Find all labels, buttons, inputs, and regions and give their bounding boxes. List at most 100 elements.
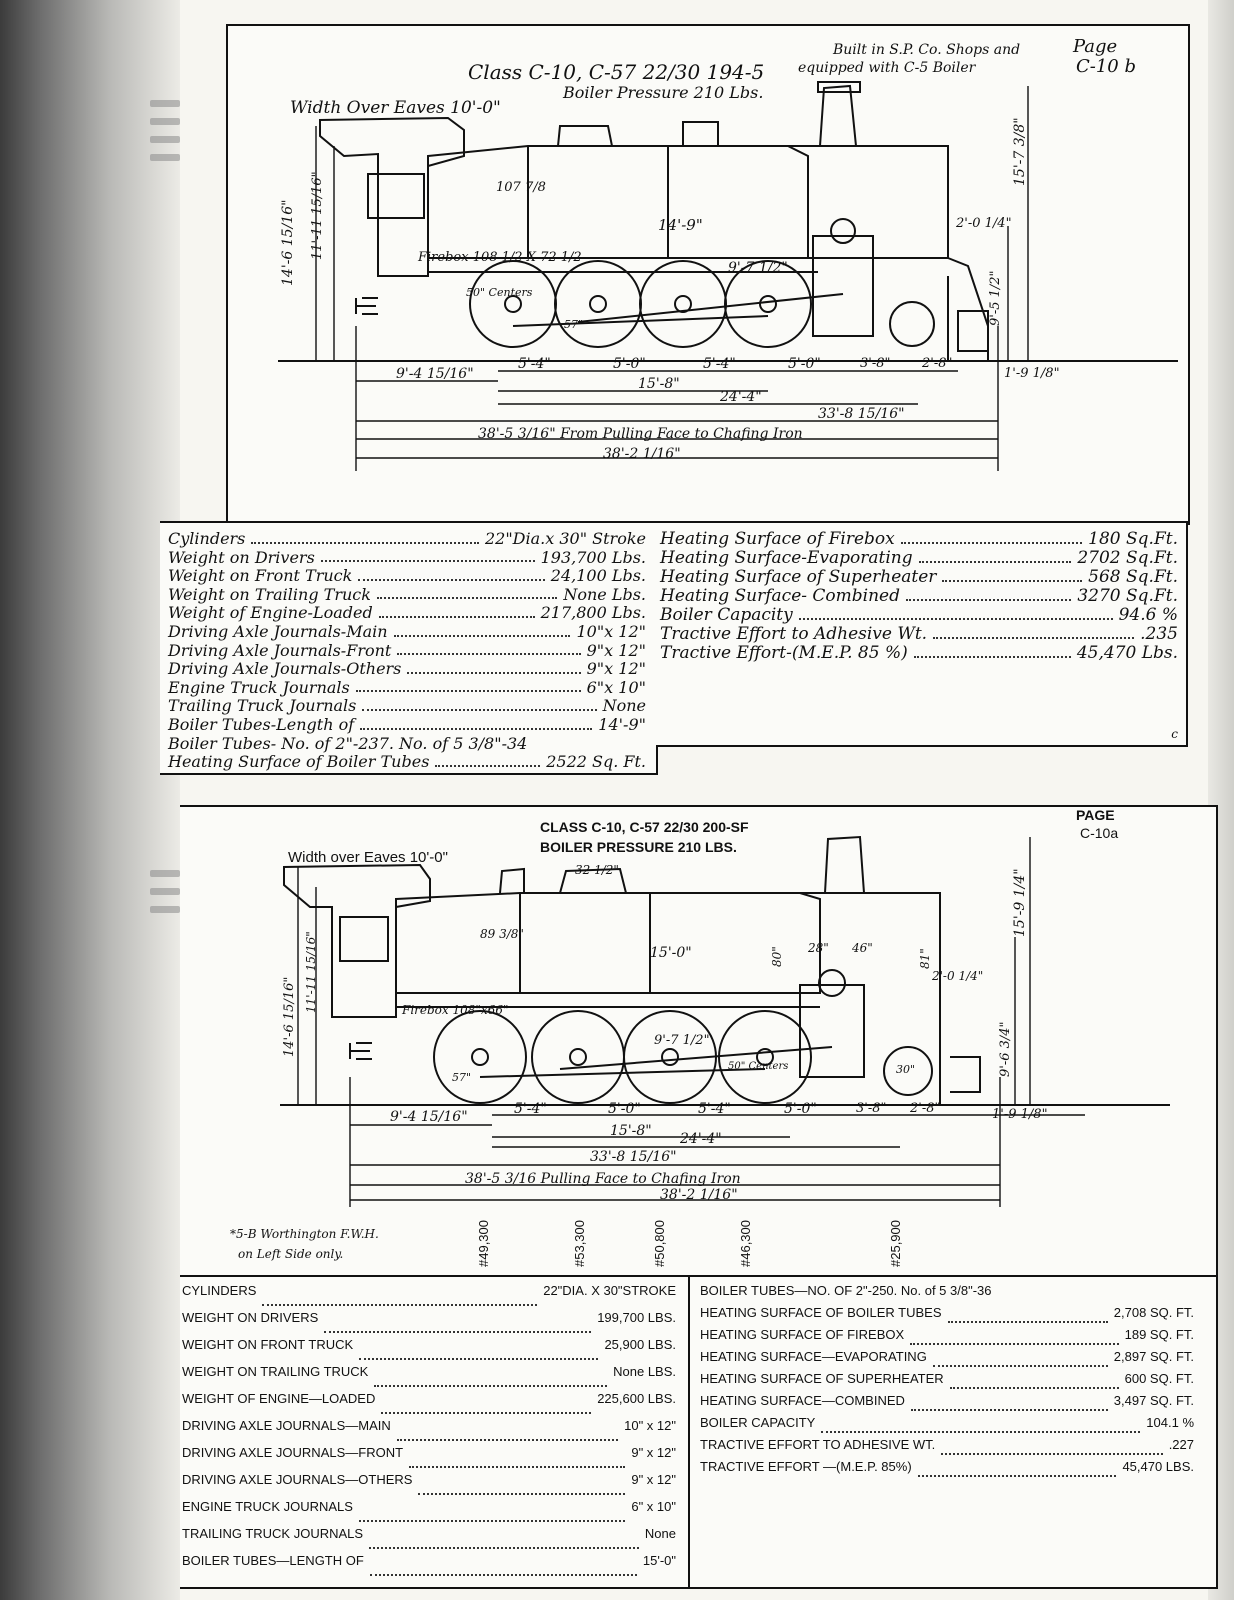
dim-height-front: 15'-7 3/8" (1012, 117, 1028, 186)
dim-height-front: 15'-9 1/4" (1012, 868, 1028, 937)
spec-value: 22"DIA. X 30"STROKE (543, 1283, 676, 1298)
spec-label: Heating Surface-Evaporating (660, 548, 913, 568)
dim-height-eaves: 11'-11 15/16" (310, 171, 325, 260)
spec-label: TRACTIVE EFFORT —(M.E.P. 85%) (700, 1459, 912, 1474)
driver-wheel-diameter: 57" (564, 318, 584, 331)
locomotive-diagram-panel-c10a: CLASS C-10, C-57 22/30 200-SF BOILER PRE… (180, 805, 1218, 1589)
spec-label: Heating Surface of Superheater (660, 567, 937, 587)
spec-value: 9"x 12" (586, 640, 646, 660)
dim-3-8: 3'-8" (860, 356, 891, 371)
margin-mark (150, 118, 180, 125)
dim-5-4-a: 5'-4" (514, 1101, 547, 1117)
dot-leader (358, 578, 545, 581)
spec-value: .227 (1168, 1437, 1194, 1452)
dot-leader (394, 634, 570, 637)
spec-label: Heating Surface of Boiler Tubes (168, 752, 430, 772)
dot-leader (369, 1547, 639, 1549)
dot-leader (407, 671, 581, 674)
dot-leader (901, 542, 1082, 544)
spec-value: 94.6 % (1118, 605, 1178, 625)
spec-label: DRIVING AXLE JOURNALS—OTHERS (182, 1472, 413, 1487)
dot-leader (435, 764, 540, 767)
firebox-dimension: Firebox 108 1/2 X 72 1/2 (418, 250, 582, 265)
spec-label: Driving Axle Journals-Main (168, 622, 388, 641)
axle-weight-5: #25,900 (888, 1220, 903, 1267)
panel-title: Class C-10, C-57 22/30 194-5 (468, 60, 765, 84)
spec-label: Tractive Effort-(M.E.P. 85 %) (660, 643, 908, 663)
dim-height-cab: 14'-6 15/16" (280, 199, 296, 286)
dot-leader (799, 618, 1113, 620)
spec-label: Trailing Truck Journals (168, 696, 357, 716)
dim-1-9: 1'-9 1/8" (992, 1107, 1048, 1122)
dot-leader (919, 561, 1071, 563)
spec-label: TRACTIVE EFFORT TO ADHESIVE WT. (700, 1437, 936, 1452)
width-over-eaves: Width over Eaves 10'-0" (288, 849, 448, 866)
spec-value: 2,897 SQ. FT. (1113, 1349, 1194, 1364)
spec-value: 225,600 LBS. (597, 1391, 676, 1406)
spec-value: None (644, 1526, 676, 1541)
dot-leader (324, 1331, 591, 1333)
dim-3-8: 3'-8" (856, 1101, 887, 1116)
dot-leader (906, 599, 1071, 601)
locomotive-elevation-drawing (278, 81, 1178, 471)
dot-leader (911, 1409, 1108, 1411)
firebox-dimension: Firebox 108"x66" (402, 1003, 509, 1017)
dim-9-5: 9'-5 1/2" (988, 270, 1003, 326)
spec-label: DRIVING AXLE JOURNALS—FRONT (182, 1445, 404, 1460)
dim-dome: 32 1/2" (575, 863, 619, 877)
spec-divider (180, 1275, 1216, 1277)
spec-label: Cylinders (168, 529, 246, 548)
dot-leader (359, 1520, 625, 1522)
spec-label: WEIGHT OF ENGINE—LOADED (182, 1391, 376, 1406)
margin-mark (150, 136, 180, 143)
dim-2-8: 2'-8" (910, 1101, 941, 1116)
spec-value: 199,700 LBS. (597, 1310, 676, 1325)
dim-9-6: 9'-6 3/4" (998, 1021, 1013, 1077)
spec-value: 568 Sq.Ft. (1088, 567, 1178, 587)
dim-80: 80" (770, 946, 784, 967)
spec-label: DRIVING AXLE JOURNALS—MAIN (182, 1418, 391, 1433)
dot-leader (356, 690, 581, 693)
driver-wheel-diameter: 57" (452, 1071, 472, 1084)
dim-2-0: 2'-0 1/4" (932, 969, 984, 983)
spec-label: Heating Surface of Firebox (660, 529, 895, 549)
dot-leader (941, 1453, 1163, 1455)
spec-label: Weight on Front Truck (168, 566, 353, 586)
axle-weight-4: #46,300 (738, 1220, 753, 1267)
dot-leader (933, 1365, 1108, 1367)
dim-5-4-b: 5'-4" (703, 356, 736, 372)
spec-label: Driving Axle Journals-Front (168, 640, 392, 660)
dot-leader (374, 1385, 607, 1387)
spec-label: Boiler Tubes- No. of 2"-237. No. of 5 3/… (168, 733, 528, 753)
dim-46: 46" (852, 941, 873, 955)
spec-row: Heating Surface of Superheater 568 Sq.Ft. (660, 567, 1178, 587)
boiler-pressure: Boiler Pressure 210 Lbs. (563, 83, 764, 102)
spec-value: .235 (1140, 624, 1178, 644)
dim-2-0: 2'-0 1/4" (956, 216, 1012, 231)
spec-value: 189 SQ. FT. (1124, 1327, 1194, 1342)
spec-label: WEIGHT ON DRIVERS (182, 1310, 319, 1325)
dim-height-eaves: 11'-11 15/16" (304, 931, 318, 1013)
spec-value: 104.1 % (1146, 1415, 1194, 1430)
spec-label: BOILER TUBES—LENGTH OF (182, 1553, 364, 1568)
dot-leader (950, 1387, 1119, 1389)
margin-mark (150, 100, 180, 107)
dot-leader (362, 708, 597, 711)
dim-9-7: 9'-7 1/2" (654, 1033, 710, 1048)
spec-value: 45,470 LBS. (1122, 1459, 1194, 1474)
page-ref-label: Page (1073, 36, 1118, 57)
spec-row: Boiler Tubes- No. of 2"-237. No. of 5 3/… (168, 734, 646, 753)
book-binding-shadow (0, 0, 180, 1600)
spec-value: 217,800 Lbs. (540, 603, 646, 623)
axle-weight-1: #49,300 (476, 1220, 491, 1267)
